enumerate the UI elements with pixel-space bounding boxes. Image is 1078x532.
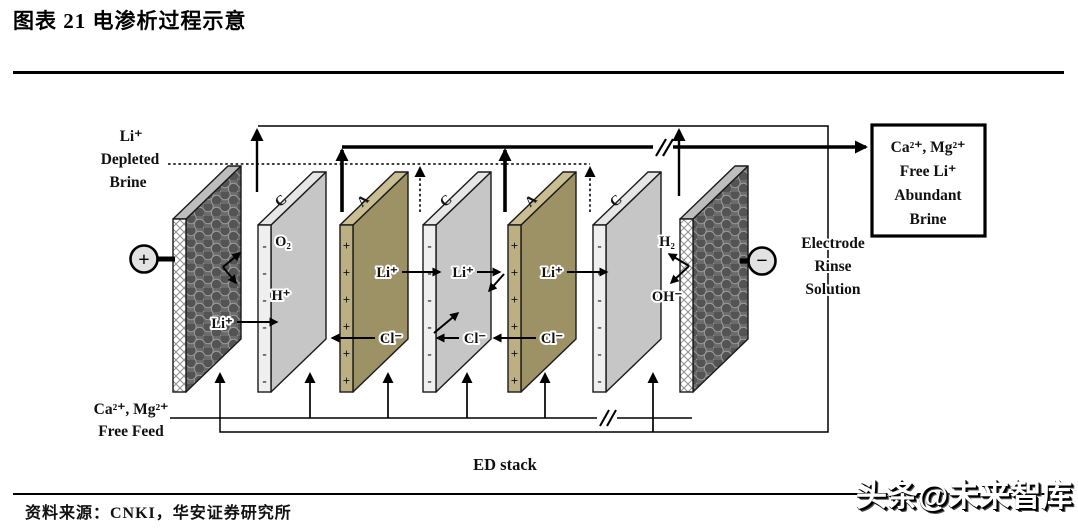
membrane-charge-symbol: + [343, 319, 350, 334]
source-divider [13, 493, 1064, 495]
stream-labels: Li⁺ Depleted Brine Ca²⁺, Mg²⁺ Free Feed … [92, 126, 867, 476]
membrane-charge-symbol: + [511, 373, 518, 388]
plate-front-edge [172, 218, 187, 393]
membrane-charge-symbol: - [262, 319, 266, 334]
membrane-plate-a-1: A++++++ [339, 171, 409, 393]
electrode-terminals [129, 244, 777, 276]
product-box-line: Free Li⁺ [900, 163, 957, 180]
depleted-brine-flow [168, 163, 596, 212]
plate-front-edge [339, 224, 354, 393]
membrane-charge-symbol: - [597, 346, 601, 361]
oh-arrow [669, 265, 690, 285]
membrane-charge-symbol: - [262, 265, 266, 280]
membrane-charge-symbol: - [262, 373, 266, 388]
li-label-2: Li⁺ [376, 265, 398, 281]
watermark: 头条@未来智库 [856, 478, 1073, 513]
ion-arrows [222, 252, 690, 343]
source-note: 资料来源：CNKI，华安证券研究所 [25, 505, 292, 522]
electrode-rinse-label: Electrode [801, 235, 865, 252]
membrane-charge-symbol: - [427, 292, 431, 307]
cathode-terminal [747, 246, 777, 276]
product-box-frame [870, 123, 987, 238]
product-box: Ca²⁺, Mg²⁺ Free Li⁺ Abundant Brine [870, 123, 987, 238]
membrane-charge-symbol: + [343, 238, 350, 253]
plate-front-edge [679, 218, 694, 393]
li-bounce-arrow [488, 273, 505, 293]
cl-label-2: Cl⁻ [464, 331, 487, 347]
membrane-charge-symbol: - [597, 292, 601, 307]
membrane-charge-symbol: + [343, 373, 350, 388]
membrane-charge-symbol: + [511, 238, 518, 253]
anode-plus-symbol: + [138, 249, 149, 271]
li-label-4: Li⁺ [541, 265, 563, 281]
membrane-charge-symbol: - [262, 238, 266, 253]
h-plus-label: H⁺ [272, 288, 291, 304]
plate-front-edge [592, 224, 607, 393]
title-divider [13, 71, 1064, 74]
membrane-charge-symbol: + [343, 292, 350, 307]
figure-title: 图表 21 电渗析过程示意 [13, 9, 247, 33]
membrane-charge-symbol: + [343, 265, 350, 280]
membrane-plate-a-3: A++++++ [507, 171, 577, 393]
cathode-minus-symbol: − [756, 250, 767, 272]
membrane-charge-symbol: - [597, 238, 601, 253]
membrane-charge-symbol: - [262, 292, 266, 307]
ion-labels: O₂ H⁺ Li⁺ Li⁺ Li⁺ Li⁺ Cl⁻ Cl⁻ Cl⁻ H₂ OH⁻ [209, 232, 684, 349]
membrane-charge-symbol: + [343, 346, 350, 361]
depleted-brine-label: Depleted [101, 151, 160, 168]
membrane-plate-c-4: C------ [592, 171, 662, 393]
feed-label: Ca²⁺, Mg²⁺ [94, 401, 169, 418]
membrane-charge-symbol: + [511, 292, 518, 307]
h2-arrow [667, 253, 690, 267]
membrane-plate-c-2: C------ [422, 171, 492, 393]
plate-front-edge [422, 224, 437, 393]
cl-bounce-arrow [433, 312, 460, 334]
feed-label: Free Feed [98, 423, 164, 440]
product-flow [335, 140, 868, 212]
membrane-charge-symbol: - [597, 319, 601, 334]
cathode-plate [679, 165, 749, 393]
oh-label: OH⁻ [652, 289, 683, 305]
electrode-rinse-label: Solution [805, 281, 861, 298]
anode-plate [172, 165, 242, 393]
product-box-line: Brine [909, 211, 946, 228]
membrane-charge-symbol: + [511, 319, 518, 334]
anode-terminal [129, 244, 159, 274]
electrode-rinse-label: Rinse [814, 258, 851, 275]
product-box-line: Abundant [894, 187, 962, 204]
plate-front-edge [507, 224, 522, 393]
membrane-charge-symbol: - [427, 373, 431, 388]
membrane-charge-symbol: - [427, 319, 431, 334]
rinse-loop-line [214, 125, 829, 433]
product-line-break [653, 138, 674, 157]
electrode-rinse-loop [214, 125, 829, 433]
ed-stack-plates: C------A++++++C------A++++++C------ [172, 165, 749, 393]
membrane-charge-symbol: - [262, 346, 266, 361]
depleted-brine-label: Li⁺ [120, 128, 143, 145]
membrane-charge-symbol: + [511, 346, 518, 361]
cl-label-1: Cl⁻ [380, 331, 403, 347]
cl-label-3: Cl⁻ [541, 331, 564, 347]
plate-front-edge [257, 224, 272, 393]
membrane-charge-symbol: - [597, 373, 601, 388]
li-label-3: Li⁺ [452, 265, 474, 281]
ed-stack-label: ED stack [473, 455, 538, 474]
o2-arrow [222, 252, 242, 268]
product-box-line: Ca²⁺, Mg²⁺ [891, 139, 966, 156]
h-plus-arrow [222, 266, 237, 285]
li-label-1: Li⁺ [211, 316, 233, 332]
membrane-charge-symbol: - [427, 238, 431, 253]
o2-label: O₂ [275, 234, 291, 250]
membrane-plate-c-0: C------ [257, 171, 327, 393]
membrane-charge-symbol: + [511, 265, 518, 280]
depleted-brine-label: Brine [109, 174, 146, 191]
feed-line-break [597, 409, 617, 427]
membrane-charge-symbol: - [427, 346, 431, 361]
h2-label: H₂ [659, 234, 675, 250]
